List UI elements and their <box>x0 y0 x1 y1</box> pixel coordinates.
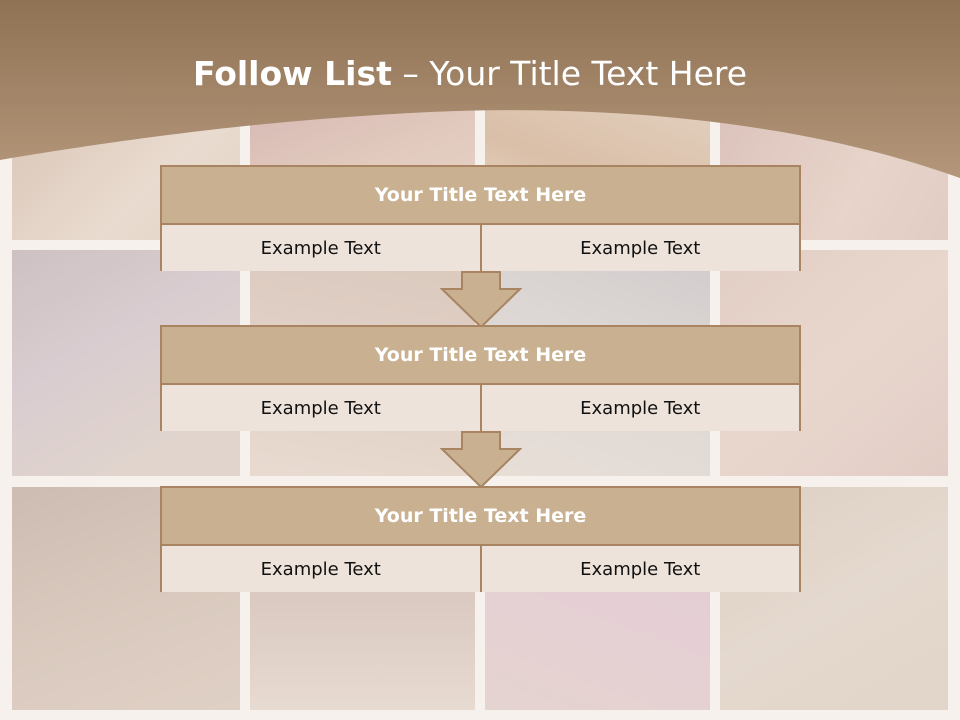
title-banner <box>0 0 960 178</box>
slide-title: Follow List – Your Title Text Here <box>0 54 940 93</box>
block-row: Example Text Example Text <box>162 546 799 592</box>
block-title: Your Title Text Here <box>162 488 799 546</box>
block-title: Your Title Text Here <box>162 327 799 385</box>
block-row: Example Text Example Text <box>162 385 799 431</box>
follow-list-block: Your Title Text Here Example Text Exampl… <box>160 165 801 271</box>
block-row: Example Text Example Text <box>162 225 799 271</box>
block-cell-right: Example Text <box>479 385 799 431</box>
slide-title-bold: Follow List <box>192 54 392 93</box>
block-cell-left: Example Text <box>162 225 480 271</box>
block-title: Your Title Text Here <box>162 167 799 225</box>
block-cell-right: Example Text <box>479 546 799 592</box>
block-cell-left: Example Text <box>162 385 480 431</box>
slide-title-rest: – Your Title Text Here <box>391 54 748 93</box>
follow-list-block: Your Title Text Here Example Text Exampl… <box>160 325 801 431</box>
follow-list-block: Your Title Text Here Example Text Exampl… <box>160 486 801 592</box>
block-cell-right: Example Text <box>479 225 799 271</box>
block-cell-left: Example Text <box>162 546 480 592</box>
down-arrow-icon <box>440 431 522 489</box>
collage-photo <box>720 250 948 476</box>
down-arrow-icon <box>440 271 522 329</box>
